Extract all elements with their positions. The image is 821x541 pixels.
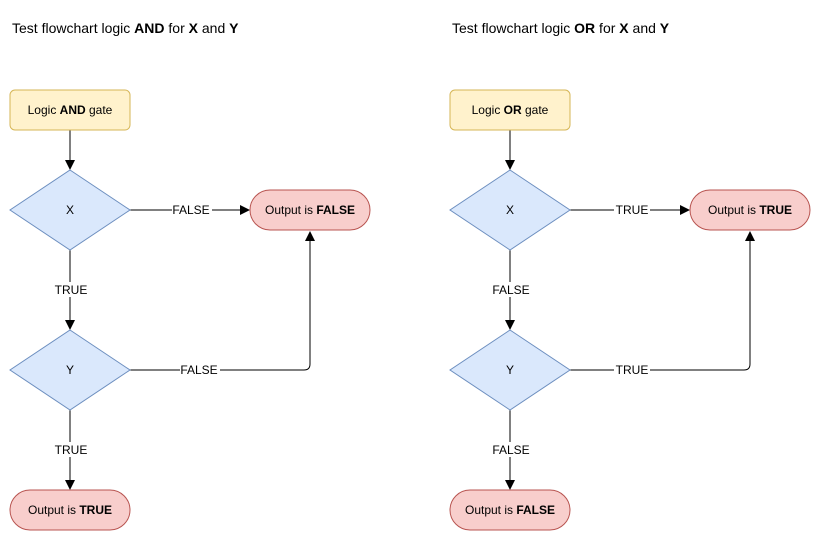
title-text: for	[164, 20, 189, 36]
start-node[interactable]	[9, 89, 131, 131]
side-output-label: Output is TRUE	[708, 203, 792, 217]
edge-label-y-down: TRUE	[55, 443, 88, 457]
bottom-output-node[interactable]	[449, 489, 571, 531]
decision-x-label: X	[506, 203, 514, 217]
title-text: Test flowchart logic	[452, 20, 575, 36]
bottom-output-label: Output is TRUE	[28, 503, 112, 517]
decision-y-node[interactable]	[9, 329, 131, 411]
decision-y-label: Y	[506, 363, 514, 377]
bottom-output-label: Output is FALSE	[465, 503, 555, 517]
side-output-node[interactable]	[249, 189, 371, 231]
decision-y-node[interactable]	[449, 329, 571, 411]
title-text: and	[197, 20, 230, 36]
decision-x-label: X	[66, 203, 74, 217]
edge-label-x-side: FALSE	[172, 203, 209, 217]
or-diagram: TRUE FALSE TRUE FALSE Logic OR gate X Y …	[449, 89, 811, 531]
and-diagram-title: Test flowchart logic AND for X and Y	[12, 20, 238, 36]
title-text: and	[628, 20, 660, 36]
title-text: Test flowchart logic	[12, 20, 135, 36]
edge-label-y-down: FALSE	[492, 443, 529, 457]
title-variable-y: Y	[229, 20, 239, 36]
title-operator: OR	[574, 20, 596, 36]
edge-label-x-down: FALSE	[492, 283, 529, 297]
start-node-label: Logic AND gate	[28, 103, 113, 117]
edge-label-y-side: FALSE	[180, 363, 217, 377]
title-variable-x: X	[188, 20, 198, 36]
decision-x-node[interactable]	[9, 169, 131, 251]
edge-y-to-side-output	[570, 231, 755, 371]
start-node[interactable]	[449, 89, 571, 131]
edge-y-to-side-output	[130, 231, 315, 371]
side-output-node[interactable]	[689, 189, 811, 231]
edge-label-x-down: TRUE	[55, 283, 88, 297]
decision-x-node[interactable]	[449, 169, 571, 251]
or-diagram-title: Test flowchart logic OR for X and Y	[452, 20, 669, 36]
title-variable-y: Y	[659, 20, 670, 36]
title-variable-x: X	[619, 20, 629, 36]
and-diagram: FALSE TRUE FALSE TRUE Logic AND gate X Y…	[9, 89, 371, 531]
side-output-label: Output is FALSE	[265, 203, 355, 217]
title-operator: AND	[134, 20, 165, 36]
bottom-output-node[interactable]	[9, 489, 131, 531]
start-node-label: Logic OR gate	[472, 103, 549, 117]
decision-y-label: Y	[66, 363, 74, 377]
edge-label-x-side: TRUE	[616, 203, 649, 217]
title-text: for	[595, 20, 620, 36]
edge-label-y-side: TRUE	[616, 363, 649, 377]
